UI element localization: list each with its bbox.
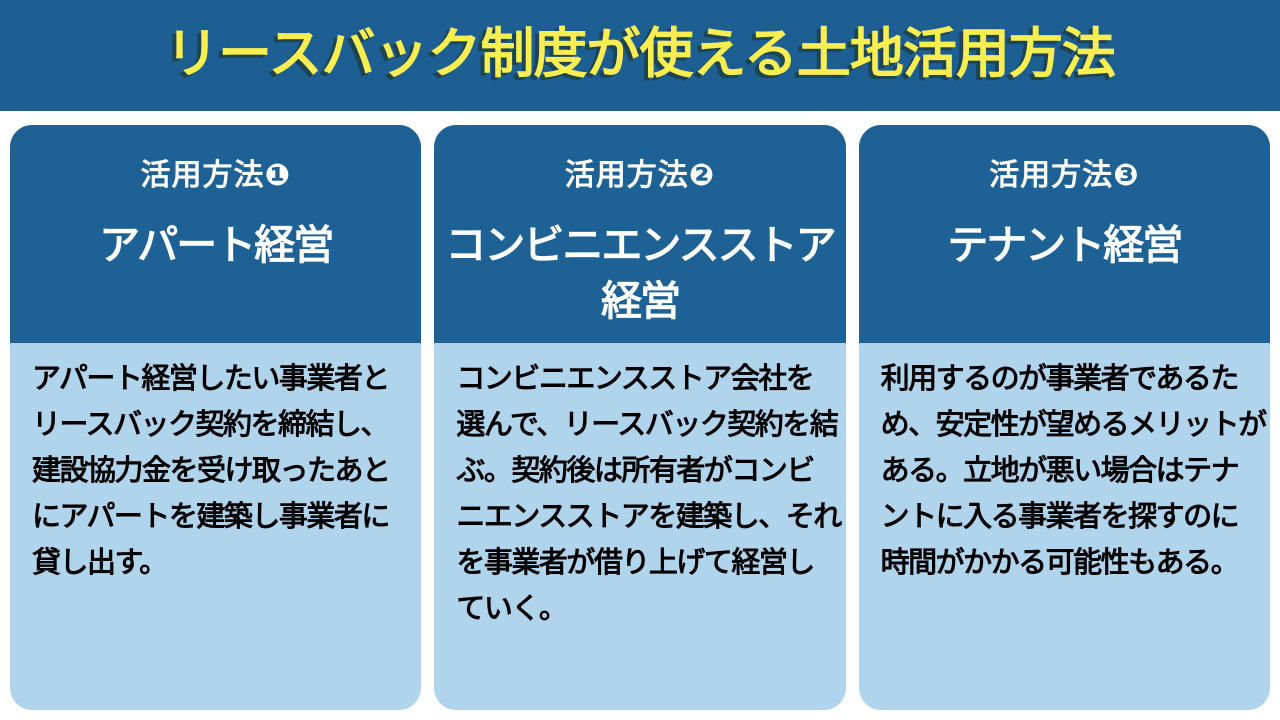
card-apartment: 活用方法❶ アパート経営 アパート経営したい事業者と リースバック契約を締結し、… <box>10 125 422 710</box>
card-tenant: 活用方法❸ テナント経営 利用するのが事業者であるた め、安定性が望めるメリット… <box>858 125 1270 710</box>
card-convenience-store: 活用方法❷ コンビニエンスストア 経営 コンビニエンスストア会社を 選んで、リー… <box>434 125 846 710</box>
cards-row: 活用方法❶ アパート経営 アパート経営したい事業者と リースバック契約を締結し、… <box>10 125 1270 710</box>
card-convenience-store-title: コンビニエンスストア 経営 <box>445 221 836 325</box>
card-convenience-store-label: 活用方法❷ <box>564 158 716 193</box>
card-apartment-header: 活用方法❶ アパート経営 <box>10 125 422 343</box>
page-title: リースバック制度が使える土地活用方法 <box>165 21 1116 85</box>
card-apartment-title: アパート経営 <box>99 221 334 269</box>
card-tenant-label: 活用方法❸ <box>989 158 1140 193</box>
card-apartment-label: 活用方法❶ <box>140 158 291 193</box>
title-band: リースバック制度が使える土地活用方法 <box>0 0 1280 111</box>
card-apartment-description: アパート経営したい事業者と リースバック契約を締結し、 建設協力金を受け取ったあ… <box>32 361 391 579</box>
card-tenant-title: テナント経営 <box>947 221 1183 269</box>
card-tenant-header: 活用方法❸ テナント経営 <box>858 125 1270 343</box>
card-convenience-store-header: 活用方法❷ コンビニエンスストア 経営 <box>434 125 846 343</box>
card-tenant-description: 利用するのが事業者であるた め、安定性が望めるメリットが ある。立地が悪い場合は… <box>880 361 1268 579</box>
card-convenience-store-description: コンビニエンスストア会社を 選んで、リースバック契約を結 ぶ。契約後は所有者がコ… <box>456 361 842 625</box>
